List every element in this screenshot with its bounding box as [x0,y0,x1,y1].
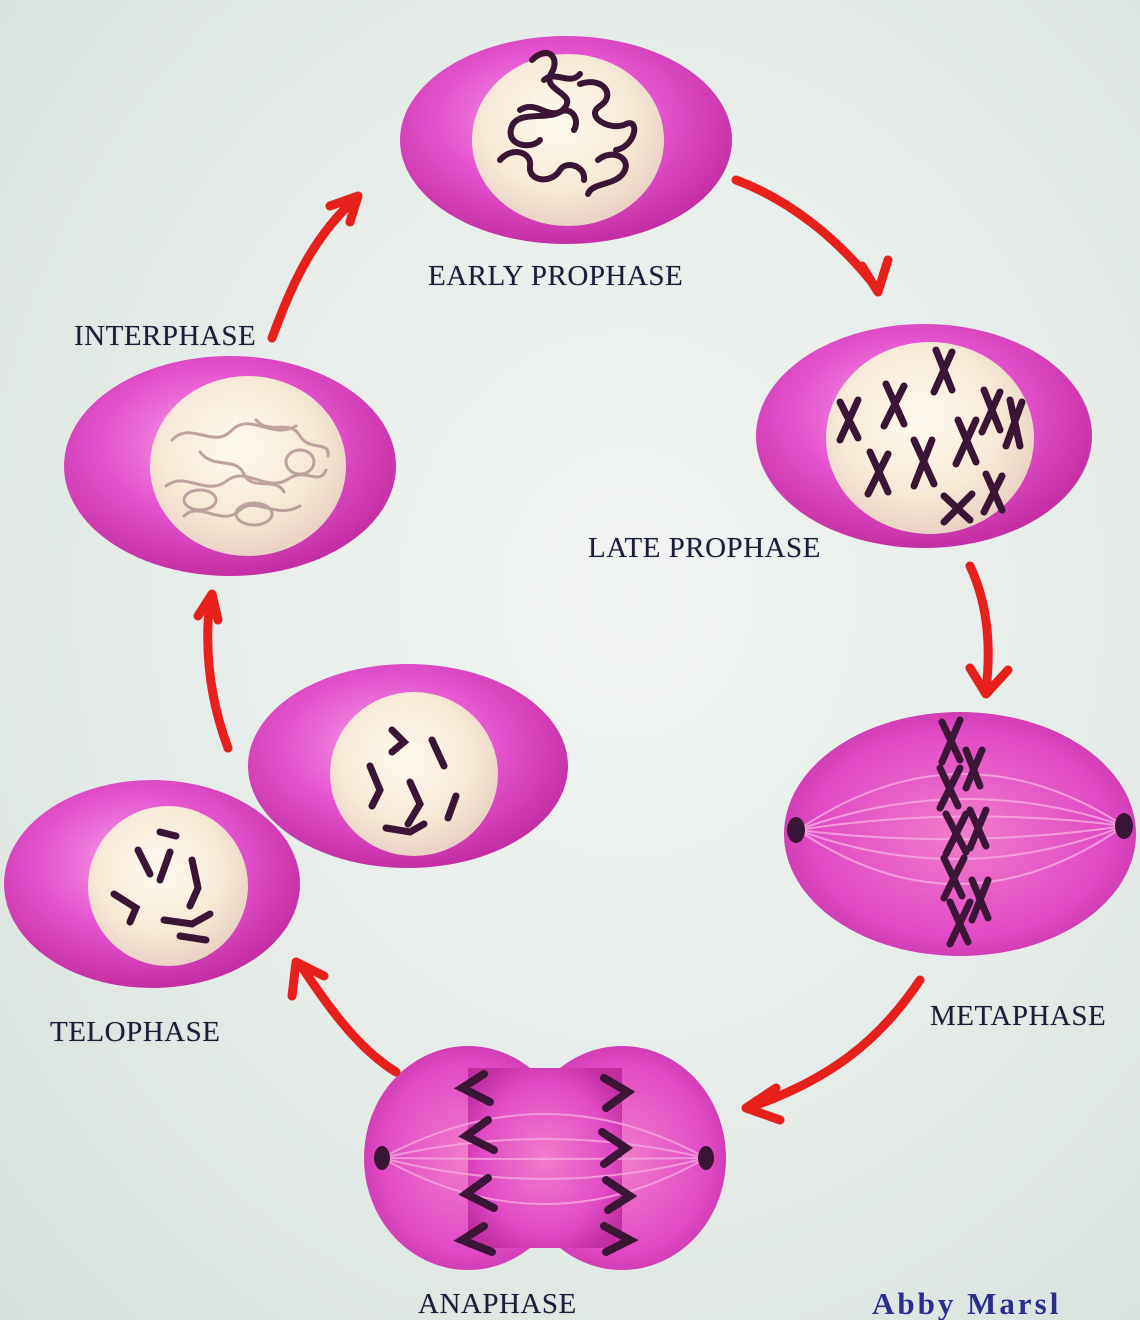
arrow-interphase-to-early-prophase [267,191,363,343]
label-anaphase: ANAPHASE [418,1288,577,1320]
anaphase-centrosome-right [698,1146,714,1170]
early-prophase-nucleus [472,54,664,226]
late-prophase-cell [756,324,1092,548]
arrow-anaphase-to-telophase [287,957,401,1077]
anaphase-chromosomes-right [598,1074,639,1256]
interphase-nucleus [150,376,346,556]
interphase-cell [64,356,396,576]
telophase-cell-left [4,780,300,988]
early-prophase-chromatin [497,50,638,197]
telophase-nucleus-left [88,806,248,966]
cycle-arrows [193,175,1013,1125]
label-telophase: TELOPHASE [50,1016,221,1048]
arrow-telophase-to-interphase [193,589,233,753]
anaphase-centrosome-left [374,1146,390,1170]
author-credit: Abby Marsl [872,1286,1062,1320]
arrow-late-prophase-to-metaphase [965,561,1013,699]
arrow-early-to-late-prophase [731,175,893,297]
metaphase-cell [784,712,1136,956]
metaphase-centrosome-left [787,817,805,843]
metaphase-centrosome-right [1115,813,1133,839]
label-early-prophase: EARLY PROPHASE [428,260,684,292]
anaphase-spindle-fibers [381,1113,707,1205]
anaphase-chromosomes-left [453,1070,498,1256]
anaphase-cell [364,1046,726,1270]
label-late-prophase: LATE PROPHASE [588,532,821,564]
telophase-cell-right [248,664,568,868]
late-prophase-chromosomes [836,346,1026,526]
label-interphase: INTERPHASE [74,320,257,352]
early-prophase-cell [400,36,732,244]
telophase-nucleus-right [330,692,498,856]
metaphase-chromosomes [936,716,992,948]
arrow-metaphase-to-anaphase [741,975,925,1125]
interphase-chromatin [164,418,330,527]
label-metaphase: METAPHASE [930,1000,1107,1032]
